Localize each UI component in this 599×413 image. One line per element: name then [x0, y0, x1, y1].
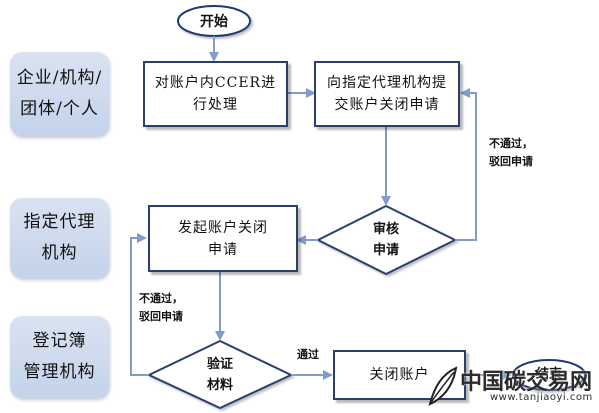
- lane-applicant: 企业/机构/ 团体/个人: [10, 52, 109, 136]
- verify-pass-note: 通过: [297, 348, 319, 361]
- watermark-title: 中国碳交易网: [460, 370, 593, 395]
- site-watermark: 中国碳交易网 www.tanjiaoyi.com: [424, 360, 599, 413]
- lane-registry-admin: 登记簿 管理机构: [10, 316, 109, 398]
- process-ccer-box: 对账户内CCER进 行处理: [143, 61, 288, 127]
- arrow-verify-reject: [130, 233, 149, 376]
- lane-designated-agency: 指定代理 机构: [10, 198, 109, 278]
- initiate-close-box: 发起账户关闭 申请: [148, 205, 298, 272]
- arrow-review-reject: [455, 88, 477, 241]
- leaf-logo-icon: [428, 366, 458, 406]
- verify-label: 验证 材料: [206, 357, 233, 393]
- review-reject-note: 不通过， 驳回申请: [489, 137, 533, 168]
- end-node: [512, 359, 586, 391]
- verify-reject-note: 不通过， 驳回申请: [139, 292, 183, 323]
- start-label: 开始: [200, 14, 228, 30]
- review-label: 审核 申请: [372, 222, 399, 258]
- verify-diamond: [146, 339, 294, 410]
- review-diamond: [315, 204, 458, 276]
- end-label: 结束: [535, 367, 562, 382]
- submit-request-box: 向指定代理机构提 交账户关闭申请: [314, 61, 460, 127]
- watermark-url: www.tanjiaoyi.com: [490, 392, 593, 403]
